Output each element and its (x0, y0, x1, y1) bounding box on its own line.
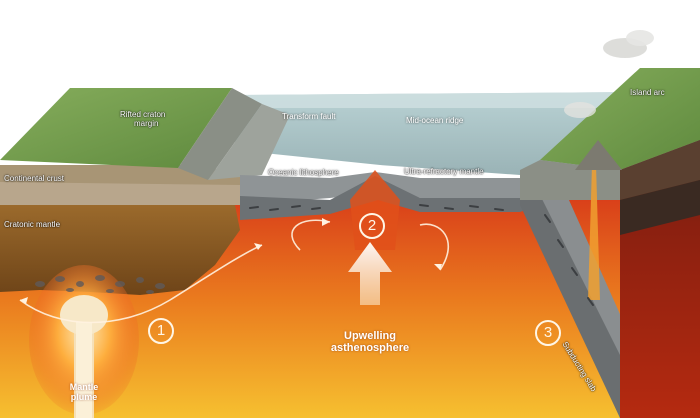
upwelling-line2: asthenosphere (330, 342, 410, 354)
continental-crust-label: Continental crust (4, 174, 65, 183)
marker-2: 2 (359, 213, 385, 239)
rifted-craton-margin-label: Rifted craton margin (120, 110, 165, 128)
marker-1: 1 (148, 318, 174, 344)
mantle-plume-label: Mantle plume (54, 382, 114, 402)
mantle-plume-line2: plume (70, 392, 98, 402)
cratonic-mantle-label: Cratonic mantle (4, 220, 61, 229)
upwelling-line1: Upwelling (344, 330, 396, 342)
ultra-refractory-mantle-label: Ultra-refractory mantle (404, 167, 484, 176)
mantle-plume-line1: Mantle (69, 382, 99, 392)
upwelling-asthenosphere-label: Upwelling asthenosphere (320, 330, 420, 354)
rifted-craton-margin-line2: margin (134, 119, 159, 128)
transform-fault-label: Transform fault (282, 112, 336, 121)
marker-3: 3 (535, 320, 561, 346)
mid-ocean-ridge-label: Mid-ocean ridge (406, 116, 464, 125)
island-arc-label: Island arc (630, 88, 665, 97)
oceanic-lithosphere-label: Oceanic lithosphere (268, 168, 339, 177)
rifted-craton-margin-line1: Rifted craton (120, 110, 166, 119)
